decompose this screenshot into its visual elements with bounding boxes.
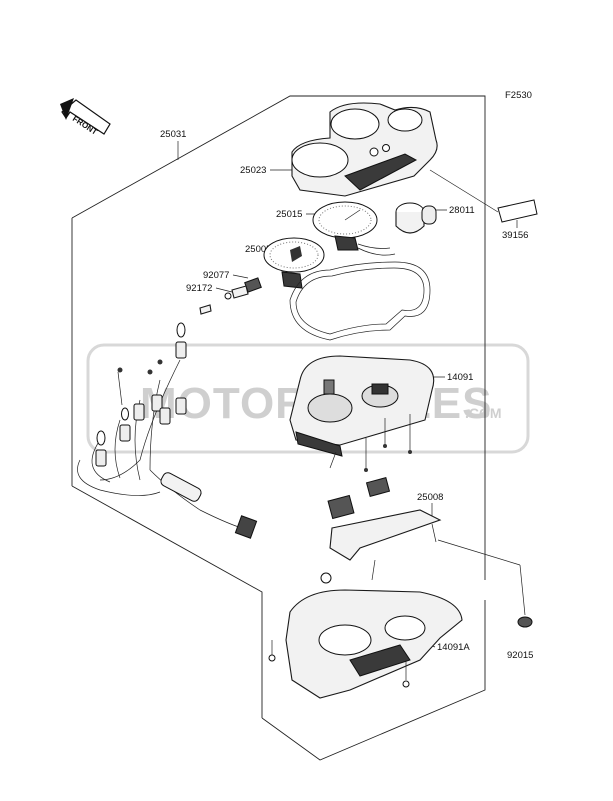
callout-39156: 39156: [502, 230, 528, 241]
label-plate: [429, 169, 538, 223]
callout-92077: 92077: [203, 270, 229, 281]
callout-28011: 28011: [449, 205, 475, 216]
callout-25005: 25005: [245, 244, 271, 255]
callout-25023: 25023: [240, 165, 266, 176]
callout-14091: 14091: [447, 372, 473, 383]
mounting-bracket: [320, 477, 442, 584]
screws: [199, 285, 249, 315]
callout-92015: 92015: [507, 650, 533, 661]
callout-25015: 25015: [276, 209, 302, 220]
assembly-frame: [71, 95, 486, 761]
meter-case: [289, 355, 435, 472]
speedometer-gauge: [312, 201, 396, 256]
callout-25008: 25008: [417, 492, 443, 503]
tachometer-gauge: [244, 237, 325, 293]
indicator-unit: [395, 202, 437, 234]
front-arrow-icon: FRONT: [60, 98, 111, 137]
watermark-suffix: .COM: [465, 405, 502, 421]
callout-92172: 92172: [186, 283, 212, 294]
diagram-code: F2530: [505, 90, 532, 101]
gasket: [289, 261, 431, 341]
callout-25031: 25031: [160, 129, 186, 140]
lower-cover: [268, 589, 463, 699]
grommet: [437, 539, 533, 628]
meter-cover: [291, 102, 438, 197]
wiring-harness: [77, 322, 258, 539]
callouts: 25031 25023 25015 28011 39156 25005 9207…: [160, 129, 533, 661]
callout-14091A: 14091A: [437, 642, 470, 653]
